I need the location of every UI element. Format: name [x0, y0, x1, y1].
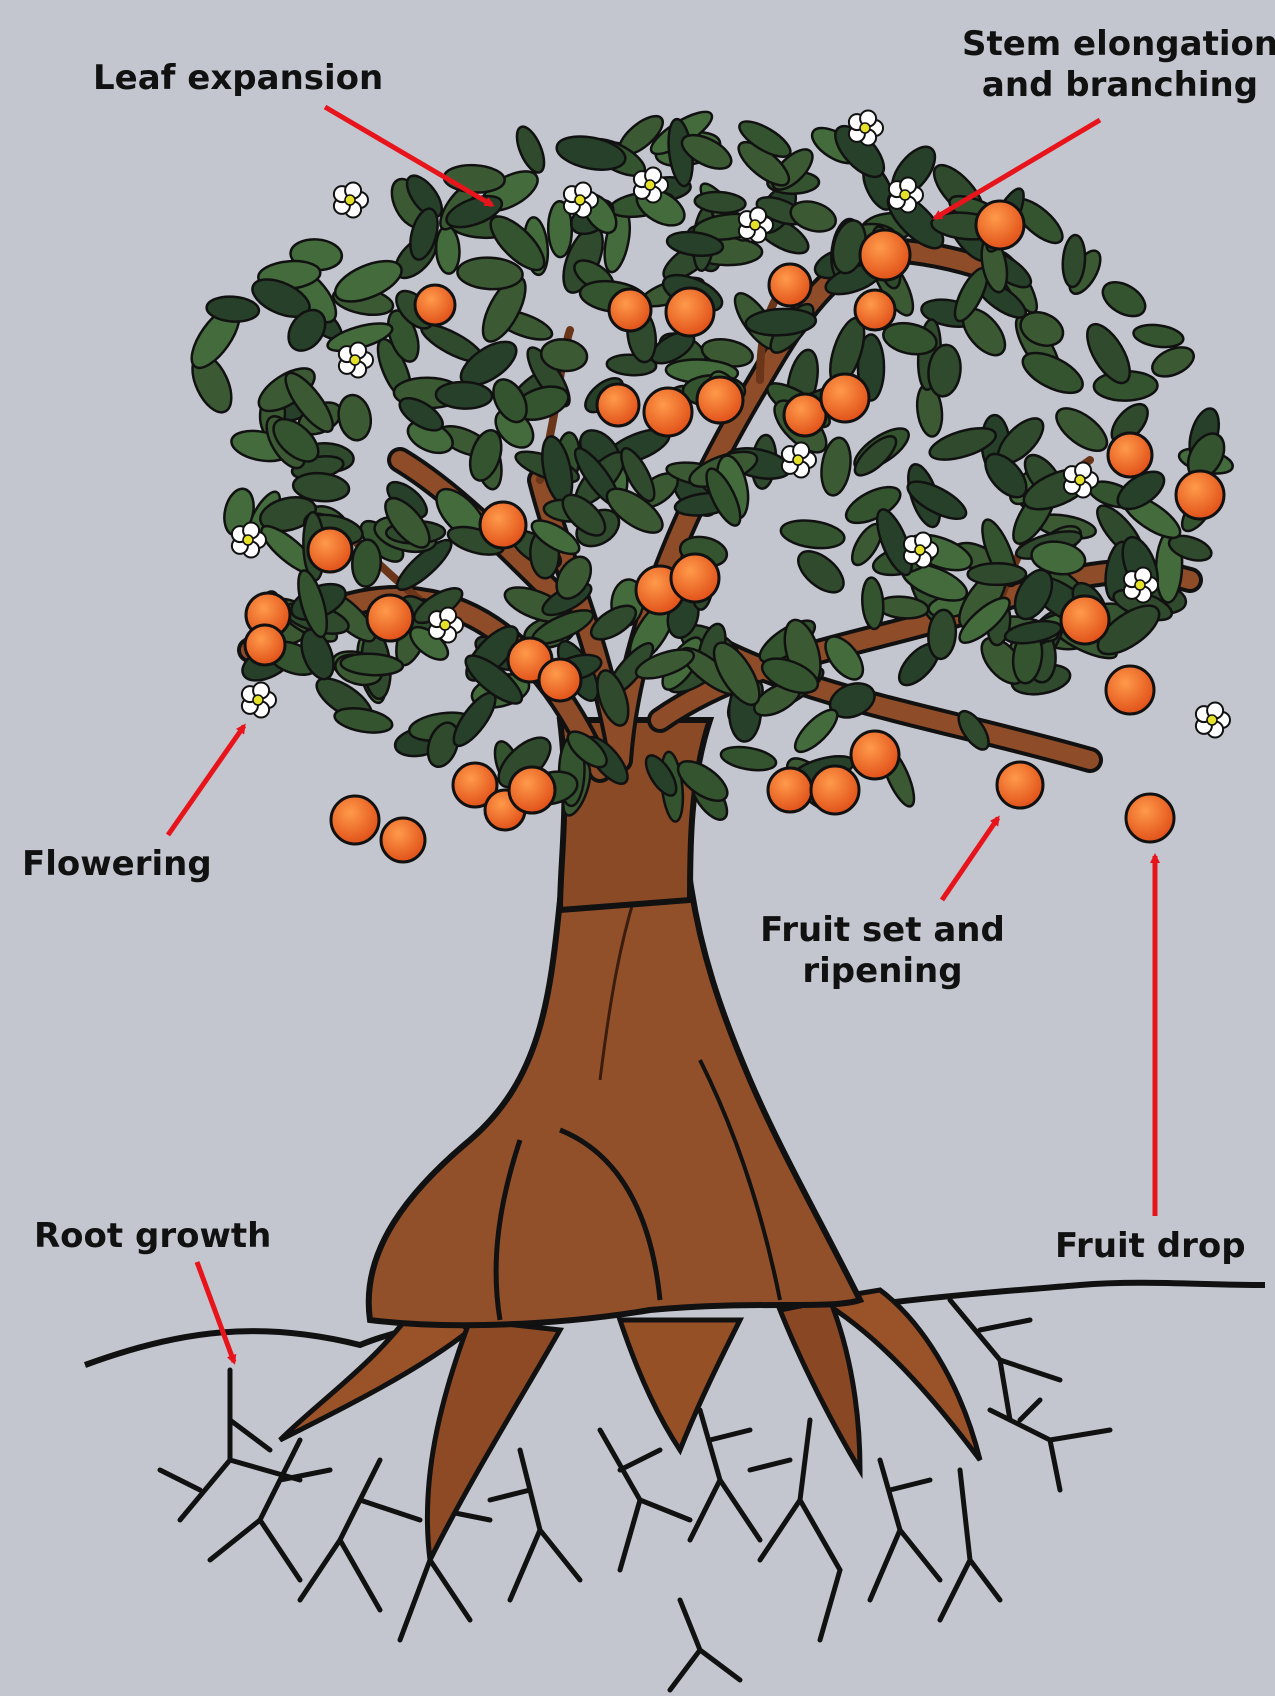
label-flowering: Flowering [22, 844, 212, 885]
leaf-shape [779, 517, 846, 552]
orange-fruit [539, 659, 581, 701]
leaf-shape [1097, 275, 1151, 323]
leaf-shape [789, 704, 843, 758]
label-fruit-set-line2: ripening [750, 951, 1015, 992]
label-fruit-set: Fruit set and ripening [750, 910, 1015, 992]
orange-fruit [415, 285, 455, 325]
orange-fruit [480, 502, 526, 548]
orange-fruit [811, 766, 859, 814]
leaf-shape [443, 164, 505, 194]
white-flower [334, 183, 368, 218]
orange-fruit [860, 230, 910, 280]
label-fruit-drop: Fruit drop [1055, 1226, 1246, 1267]
leaf-shape [861, 577, 885, 630]
orange-fruit [671, 554, 719, 602]
white-flower [849, 111, 883, 146]
orange-fruit [331, 796, 379, 844]
leaf-shape [333, 704, 394, 736]
label-fruit-set-line1: Fruit set and [750, 910, 1015, 951]
white-flower [1196, 703, 1230, 738]
leaf-shape [1148, 342, 1198, 383]
orange-fruit [245, 625, 285, 665]
orange-fruit [697, 377, 743, 423]
orange-fruit [666, 288, 714, 336]
orange-fruit [1176, 471, 1224, 519]
orange-fruit [644, 388, 692, 436]
orange-fruit [855, 290, 895, 330]
leaf-shape [791, 544, 851, 600]
arrow-fruit-set [942, 818, 998, 900]
label-stem-line1: Stem elongation [960, 24, 1275, 65]
leaf-shape [457, 256, 524, 291]
arrow-flowering [168, 726, 244, 835]
white-flower [242, 683, 276, 718]
root-flares [280, 1290, 980, 1560]
leaf-shape [511, 123, 549, 176]
label-root-growth: Root growth [34, 1216, 271, 1257]
leaf-shape [1049, 400, 1114, 458]
orange-fruit [509, 767, 555, 813]
orange-fruit [381, 818, 425, 862]
orange-fruit [1126, 794, 1174, 842]
orange-fruit [821, 374, 869, 422]
label-stem-line2: and branching [960, 65, 1275, 106]
orange-fruit [1061, 596, 1109, 644]
orange-fruit [597, 384, 639, 426]
leaf-shape [554, 131, 628, 175]
label-leaf-expansion: Leaf expansion [93, 58, 383, 99]
orange-fruit [976, 201, 1024, 249]
orange-fruit [1106, 666, 1154, 714]
arrow-root-growth [197, 1262, 234, 1362]
label-stem-elongation: Stem elongation and branching [960, 24, 1275, 106]
white-flower [339, 343, 373, 378]
leaf-shape [435, 381, 492, 410]
leaf-shape [1132, 322, 1185, 350]
orange-fruit [308, 528, 352, 572]
leaf-shape [335, 392, 375, 443]
orange-fruit [1108, 433, 1152, 477]
orange-fruit [609, 289, 651, 331]
leaf-shape [968, 563, 1026, 585]
orange-fruit [768, 768, 812, 812]
orange-fruit [997, 762, 1043, 808]
orange-fruit [769, 264, 811, 306]
leaf-shape [719, 743, 778, 774]
orange-fruit [367, 595, 413, 641]
orange-fruit [851, 731, 899, 779]
